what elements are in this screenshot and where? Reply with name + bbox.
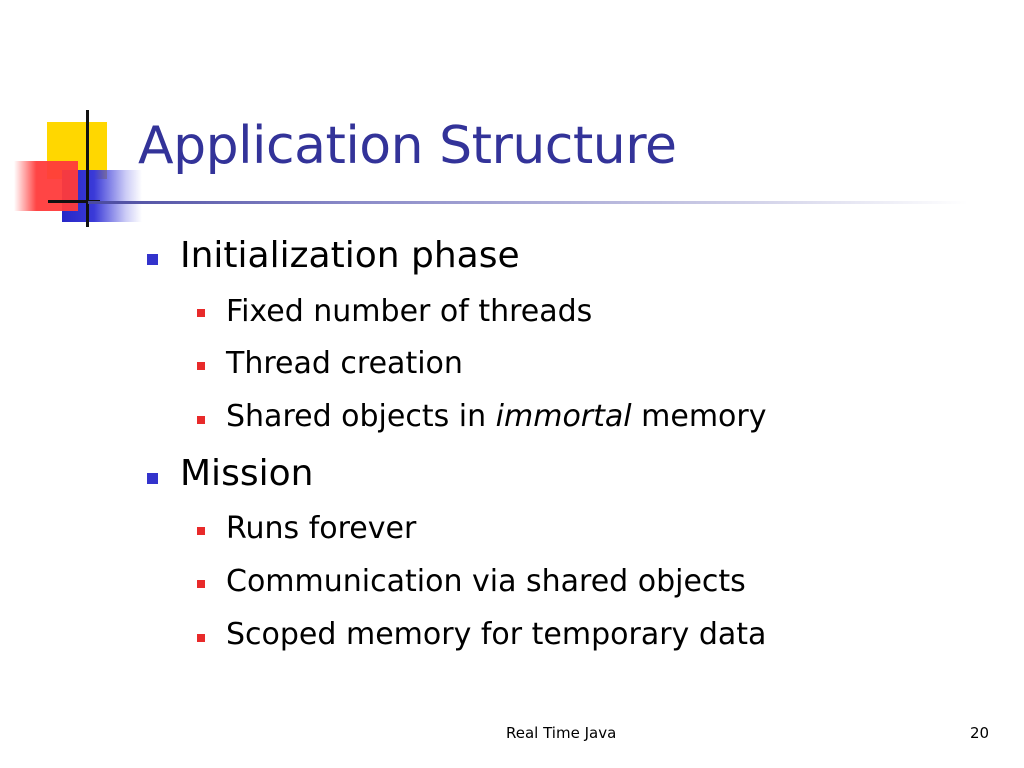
slide-title: Application Structure	[138, 116, 677, 176]
sub-bullet-shared-objects: Shared objects in immortal memory	[226, 398, 767, 436]
sub-bullet-square-icon	[197, 416, 205, 424]
logo-horizontal-line	[48, 200, 100, 203]
sub-bullet-square-icon	[197, 634, 205, 642]
sub-bullet-scoped-memory: Scoped memory for temporary data	[226, 617, 767, 652]
bullet-initialization-phase: Initialization phase	[180, 235, 520, 276]
bullet-square-icon	[147, 254, 158, 265]
sub-bullet-square-icon	[197, 362, 205, 370]
sub-bullet-shared-objects-pre: Shared objects in	[226, 399, 496, 434]
bullet-square-icon	[147, 473, 158, 484]
footer-title: Real Time Java	[506, 724, 617, 742]
sub-bullet-fixed-threads: Fixed number of threads	[226, 294, 593, 329]
logo-vertical-line	[86, 110, 89, 227]
bullet-mission: Mission	[180, 453, 314, 494]
sub-bullet-shared-objects-post: memory	[631, 399, 767, 434]
sub-bullet-thread-creation: Thread creation	[226, 346, 463, 381]
sub-bullet-communication: Communication via shared objects	[226, 564, 746, 599]
sub-bullet-shared-objects-emphasis: immortal	[495, 399, 632, 434]
title-underline-rule	[88, 201, 968, 204]
sub-bullet-square-icon	[197, 309, 205, 317]
sub-bullet-square-icon	[197, 527, 205, 535]
page-number: 20	[970, 724, 990, 742]
logo-red-square	[14, 161, 78, 211]
sub-bullet-runs-forever: Runs forever	[226, 511, 417, 546]
sub-bullet-square-icon	[197, 580, 205, 588]
